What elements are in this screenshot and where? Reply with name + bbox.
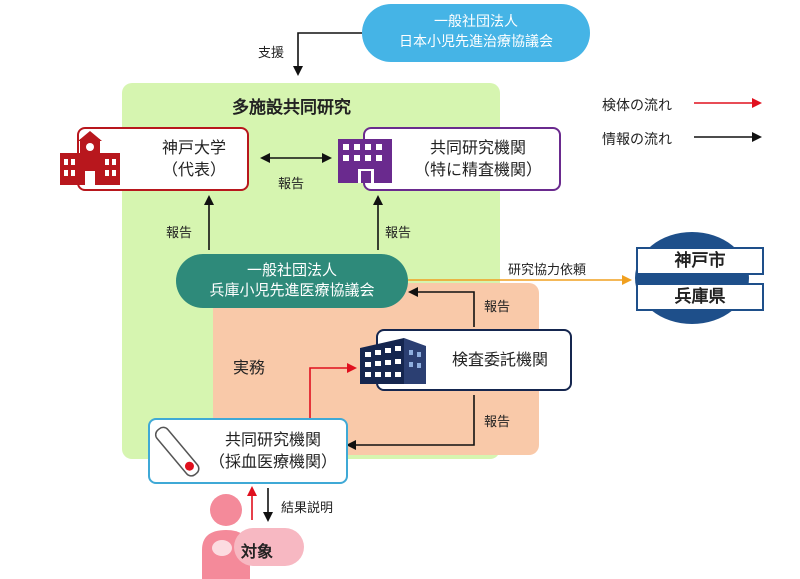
blood-sample-tube-icon <box>154 426 200 477</box>
kobe-university-name: 神戸大学 <box>161 138 226 157</box>
university-building-icon <box>60 131 120 185</box>
collection-institution-text: 共同研究機関 （採血医療機関） <box>200 429 346 473</box>
report-arrow-lab-to-org <box>408 287 475 327</box>
support-org-line1: 一般社団法人 <box>434 14 518 30</box>
subject-person-icon <box>202 494 304 579</box>
kobe-university-role: （代表） <box>161 160 226 179</box>
specimen-arrow-to-lab <box>309 363 357 418</box>
support-org-pill: 一般社団法人 日本小児先進治療協議会 <box>362 4 590 62</box>
institution-building-icon <box>338 139 392 183</box>
result-explanation-label: 結果説明 <box>281 501 334 516</box>
collection-institution-role: （採血医療機関） <box>208 452 337 471</box>
collection-institution-name: 共同研究機関 <box>224 430 321 449</box>
legend-info-label: 情報の流れ <box>602 132 672 148</box>
report-label-left: 報告 <box>166 226 193 241</box>
office-building-icon <box>360 338 426 384</box>
report-label-right: 報告 <box>385 226 412 241</box>
report-label-between: 報告 <box>278 177 305 192</box>
report-label-lab-to-collection: 報告 <box>484 415 511 430</box>
report-arrow-lab-to-collection <box>346 395 475 450</box>
joint-inspection-name: 共同研究機関 <box>429 138 526 157</box>
support-label: 支援 <box>258 46 285 61</box>
practice-label: 実務 <box>233 358 266 377</box>
hyogo-org-line2: 兵庫小児先進医療協議会 <box>209 281 375 299</box>
subject-label: 対象 <box>241 542 274 561</box>
hyogo-prefecture-label: 兵庫県 <box>636 283 764 311</box>
kobe-university-text: 神戸大学 （代表） <box>140 137 248 181</box>
hyogo-org-line1: 一般社団法人 <box>246 261 337 279</box>
joint-inspection-role: （特に精査機関） <box>413 160 542 179</box>
kobe-city-label: 神戸市 <box>636 247 764 275</box>
support-arrow <box>293 32 362 76</box>
request-label: 研究協力依頼 <box>508 263 587 278</box>
support-org-line2: 日本小児先進治療協議会 <box>399 34 553 50</box>
joint-inspection-text: 共同研究機関 （特に精査機関） <box>398 137 558 181</box>
study-title: 多施設共同研究 <box>232 98 351 118</box>
hyogo-org-pill: 一般社団法人 兵庫小児先進医療協議会 <box>176 254 408 308</box>
legend-specimen-label: 検体の流れ <box>602 98 672 114</box>
joint-inspection-box <box>363 127 561 191</box>
report-label-lab-to-org: 報告 <box>484 300 511 315</box>
lab-label: 検査委託機関 <box>451 350 548 369</box>
